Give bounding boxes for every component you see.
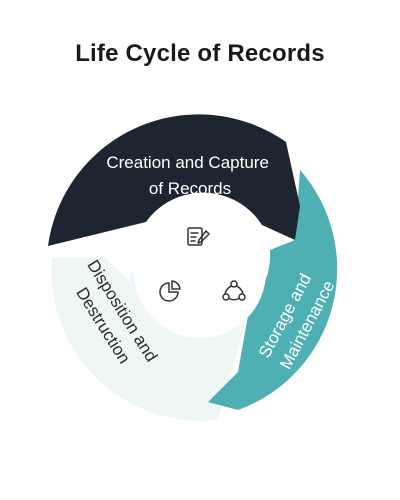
network-nodes-icon [222, 280, 246, 301]
center-hub [134, 206, 266, 338]
diagram-title: Life Cycle of Records [75, 40, 325, 67]
segment-storage [208, 170, 338, 410]
edit-document-icon [187, 227, 210, 246]
label-creation: Creation and Capture of Records [106, 153, 273, 198]
segment-creation [48, 114, 300, 246]
pie-chart-icon [159, 280, 181, 302]
segment-disposition [51, 258, 251, 421]
